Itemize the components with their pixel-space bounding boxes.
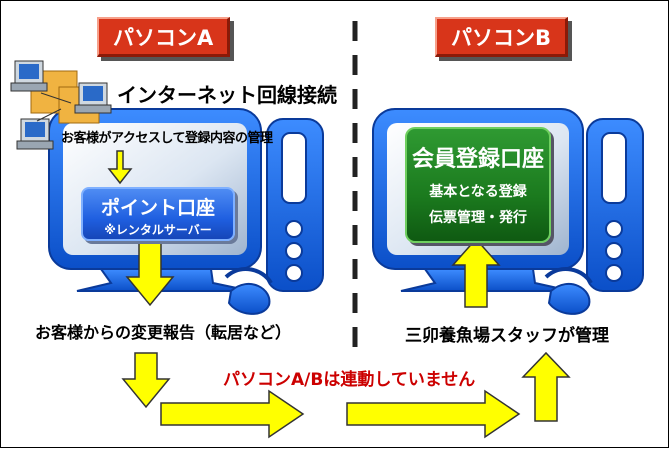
change-report-label: お客様からの変更報告（転居など） — [35, 323, 292, 342]
member-account-title: 会員登録口座 — [411, 147, 544, 172]
point-account-note: ※レンタルサーバー — [104, 223, 212, 237]
point-account-box: ポイント口座 ※レンタルサーバー — [81, 187, 235, 241]
arrow-bottom-right-2 — [346, 389, 521, 439]
arrow-up-to-member-account — [451, 237, 501, 308]
not-linked-note: パソコンA/Bは連動していません — [223, 370, 476, 390]
member-account-line1: 基本となる登録 — [429, 184, 527, 200]
arrow-account-to-report — [125, 242, 175, 307]
internet-connection-label: インターネット回線接続 — [117, 83, 337, 107]
point-account-title: ポイント口座 — [100, 197, 215, 219]
network-computers-icon — [10, 60, 112, 150]
arrow-bottom-right-1 — [160, 389, 305, 439]
arrow-access-down — [107, 150, 133, 185]
header-computer-a: パソコンA — [97, 17, 231, 57]
arrow-up-to-staff — [521, 351, 571, 422]
customer-access-label: お客様がアクセスして登録内容の管理 — [61, 131, 273, 146]
staff-management-label: 三卯養魚場スタッフが管理 — [405, 326, 609, 346]
member-account-line2: 伝票管理・発行 — [429, 210, 527, 226]
member-account-box: 会員登録口座 基本となる登録 伝票管理・発行 — [405, 127, 551, 243]
arrow-report-down — [121, 352, 171, 409]
header-computer-b: パソコンB — [435, 17, 569, 57]
